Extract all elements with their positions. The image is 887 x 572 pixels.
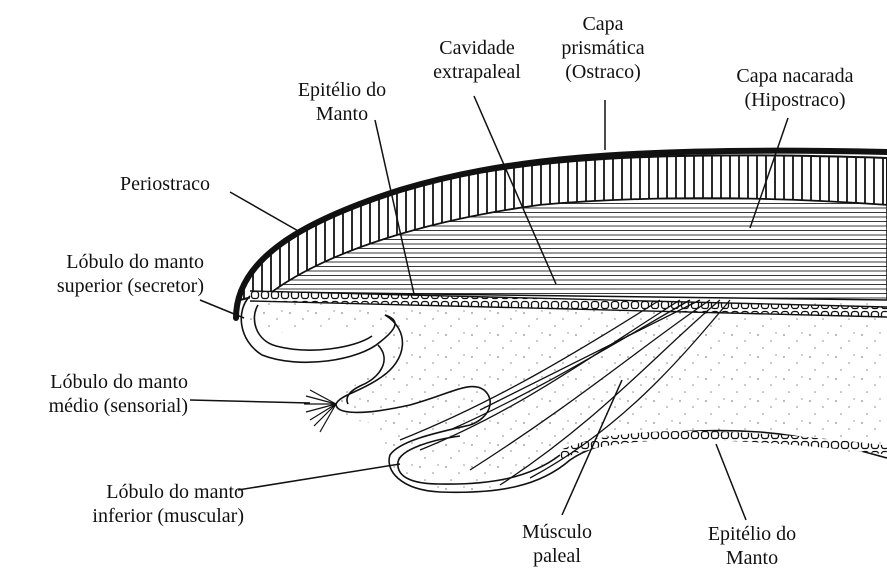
label-lobulo-inferior-line1: Lóbulo do manto (58, 480, 244, 504)
label-lobulo-medio: Lóbulo do manto médio (sensorial) (6, 370, 188, 418)
label-cavidade-line1: Cavidade (412, 36, 542, 60)
label-lobulo-superior: Lóbulo do manto superior (secretor) (18, 250, 204, 298)
label-lobulo-inferior: Lóbulo do manto inferior (muscular) (58, 480, 244, 528)
label-epitelio-top-line1: Epitélio do (282, 78, 402, 102)
label-periostraco: Periostraco (120, 172, 210, 196)
label-epitelio-bottom-line1: Epitélio do (692, 522, 812, 546)
label-capa-nacarada-line2: (Hipostraco) (715, 88, 875, 112)
label-epitelio-bottom-line2: Manto (692, 546, 812, 570)
label-capa-prismatica-line2: prismática (548, 36, 658, 60)
label-cavidade-extrapaleal: Cavidade extrapaleal (412, 36, 542, 84)
leader-lobulo-inferior (238, 464, 400, 490)
label-lobulo-medio-line2: médio (sensorial) (6, 394, 188, 418)
label-musculo-paleal: Músculo paleal (502, 520, 612, 568)
leader-periostraco (230, 192, 300, 232)
label-capa-nacarada: Capa nacarada (Hipostraco) (715, 64, 875, 112)
label-lobulo-superior-line1: Lóbulo do manto (18, 250, 204, 274)
label-musculo-line2: paleal (502, 544, 612, 568)
label-musculo-line1: Músculo (502, 520, 612, 544)
label-capa-prismatica-line3: (Ostraco) (548, 60, 658, 84)
label-capa-prismatica: Capa prismática (Ostraco) (548, 12, 658, 84)
label-capa-nacarada-line1: Capa nacarada (715, 64, 875, 88)
label-lobulo-superior-line2: superior (secretor) (18, 274, 204, 298)
label-epitelio-top-line2: Manto (282, 102, 402, 126)
label-lobulo-inferior-line2: inferior (muscular) (58, 504, 244, 528)
label-capa-prismatica-line1: Capa (548, 12, 658, 36)
leader-lobulo-medio (190, 400, 310, 403)
sensory-tentacles (304, 390, 336, 432)
label-epitelio-manto-bottom: Epitélio do Manto (692, 522, 812, 570)
label-epitelio-manto-top: Epitélio do Manto (282, 78, 402, 126)
leader-epitelio-bottom (716, 444, 746, 520)
label-lobulo-medio-line1: Lóbulo do manto (6, 370, 188, 394)
label-cavidade-line2: extrapaleal (412, 60, 542, 84)
